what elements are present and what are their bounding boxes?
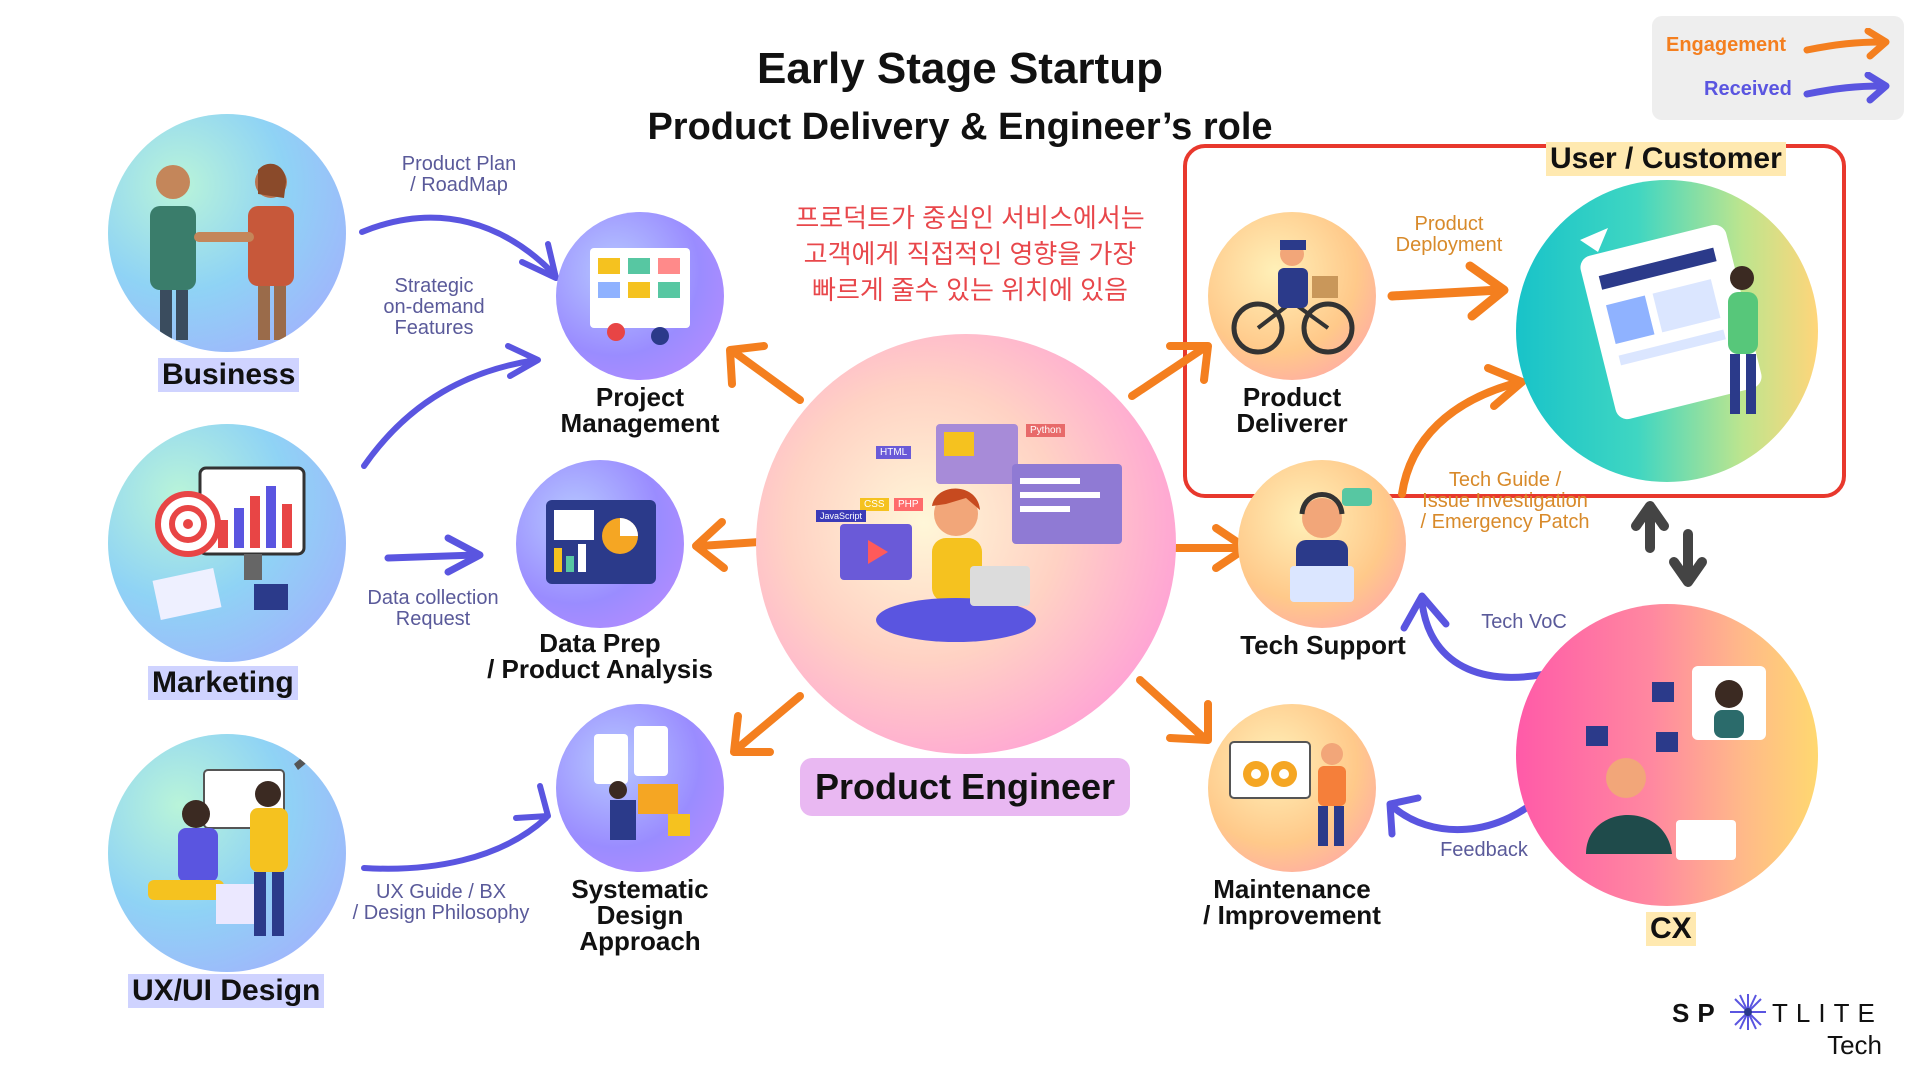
- legend-engagement-label: Engagement: [1666, 34, 1787, 56]
- page-subtitle: Product Delivery & Engineer’s role: [647, 106, 1273, 148]
- node-label-data-prep: Data Prep / Product Analysis: [487, 628, 713, 684]
- edge-label-ux-guide: UX Guide / BX / Design Philosophy: [352, 881, 530, 924]
- korean-note: 프로덕트가 중심인 서비스에서는 고객에게 직접적인 영향을 가장 빠르게 줄수…: [795, 203, 1145, 305]
- arrow-ux-to-design: [361, 783, 551, 872]
- arrow-techsupport-to-user: [1398, 364, 1526, 498]
- product-engineer-circle: HTML CSS PHP JavaScript Python: [756, 334, 1176, 754]
- user-zone-highlight-box: [1183, 144, 1846, 498]
- maintenance-circle: [1208, 704, 1376, 872]
- edge-label-tech-guide: Tech Guide / Issue Investigation / Emerg…: [1420, 469, 1590, 533]
- project-management-circle: [556, 212, 724, 380]
- node-label-systematic-design: Systematic Design Approach: [571, 874, 709, 956]
- node-label-user-customer: User / Customer: [1546, 142, 1786, 176]
- legend-received-label: Received: [1704, 78, 1792, 100]
- edge-label-product-deployment: Product Deployment: [1395, 213, 1503, 256]
- systematic-design-circle: [556, 704, 724, 872]
- legend-engagement-arrow-icon: [1803, 28, 1890, 60]
- designers-illustration: [148, 744, 322, 936]
- logo-word-left: SP: [1672, 998, 1723, 1028]
- product-deliverer-circle: [1208, 212, 1376, 380]
- node-label-business: Business: [158, 358, 300, 392]
- page-title: Early Stage Startup: [757, 44, 1163, 93]
- ux-circle: [108, 734, 346, 972]
- code-tag-html: HTML: [876, 446, 912, 459]
- arrow-cx-to-techsupport: [1400, 592, 1566, 681]
- handshake-illustration: [150, 163, 294, 340]
- user-customer-circle: [1516, 180, 1818, 482]
- delivery-bike-illustration: [1231, 240, 1355, 355]
- bidirectional-arrow-icon: [1631, 501, 1707, 587]
- design-blocks-illustration: [594, 726, 690, 840]
- support-agent-illustration: [1290, 488, 1372, 602]
- arrow-marketing-to-pm: [361, 343, 541, 469]
- node-label-maintenance: Maintenance / Improvement: [1203, 874, 1381, 930]
- logo-sub: Tech: [1827, 1030, 1882, 1060]
- edge-label-product-plan: Product Plan / RoadMap: [401, 153, 517, 196]
- customer-chat-illustration: [1586, 666, 1766, 860]
- developer-laptop-illustration: [840, 424, 1122, 642]
- arrow-deliverer-to-user: [1387, 261, 1509, 321]
- spotlite-logo: SP TLITE Tech: [1672, 994, 1883, 1060]
- node-label-tech-support: Tech Support: [1240, 630, 1406, 660]
- web-app-illustration: [1580, 224, 1762, 420]
- logo-word-right: TLITE: [1772, 998, 1883, 1028]
- code-tag-php: PHP: [894, 498, 923, 511]
- tech-support-circle: [1238, 460, 1406, 628]
- code-tag-python: Python: [1026, 424, 1066, 437]
- edge-label-strategic: Strategic on-demand Features: [383, 275, 485, 339]
- gear-worker-illustration: [1229, 741, 1346, 846]
- edge-label-feedback: Feedback: [1440, 839, 1528, 861]
- node-label-product-deliverer: Product Deliverer: [1236, 382, 1348, 438]
- arrow-marketing-to-dataprep: [384, 534, 484, 576]
- target-chart-illustration: [152, 466, 306, 621]
- dashboard-illustration: [546, 500, 656, 584]
- arrow-pe-to-maintenance: [1136, 676, 1212, 744]
- star-logo-icon: [1730, 994, 1766, 1030]
- code-tag-css: CSS: [860, 498, 889, 511]
- marketing-circle: [108, 424, 346, 662]
- product-engineer-badge: Product Engineer: [800, 758, 1130, 816]
- arrow-pe-to-pm: [726, 342, 804, 404]
- node-label-marketing: Marketing: [148, 666, 298, 700]
- edge-label-data-collection: Data collection Request: [367, 587, 499, 630]
- business-circle: [108, 114, 346, 352]
- arrow-pe-to-deliverer: [1128, 342, 1212, 400]
- cx-circle: [1516, 604, 1818, 906]
- node-label-project-management: Project Management: [560, 382, 720, 438]
- arrow-business-to-pm: [359, 214, 559, 281]
- arrow-pe-to-design: [730, 692, 804, 756]
- node-label-ux-ui-design: UX/UI Design: [128, 974, 325, 1008]
- code-tag-javascript: JavaScript: [816, 510, 867, 522]
- kanban-board-illustration: [590, 248, 690, 345]
- data-prep-circle: [516, 460, 684, 628]
- edge-label-tech-voc: Tech VoC: [1481, 611, 1567, 633]
- legend-received-arrow-icon: [1803, 72, 1890, 104]
- legend: Engagement Received: [1652, 16, 1904, 120]
- node-label-cx: CX: [1646, 912, 1696, 946]
